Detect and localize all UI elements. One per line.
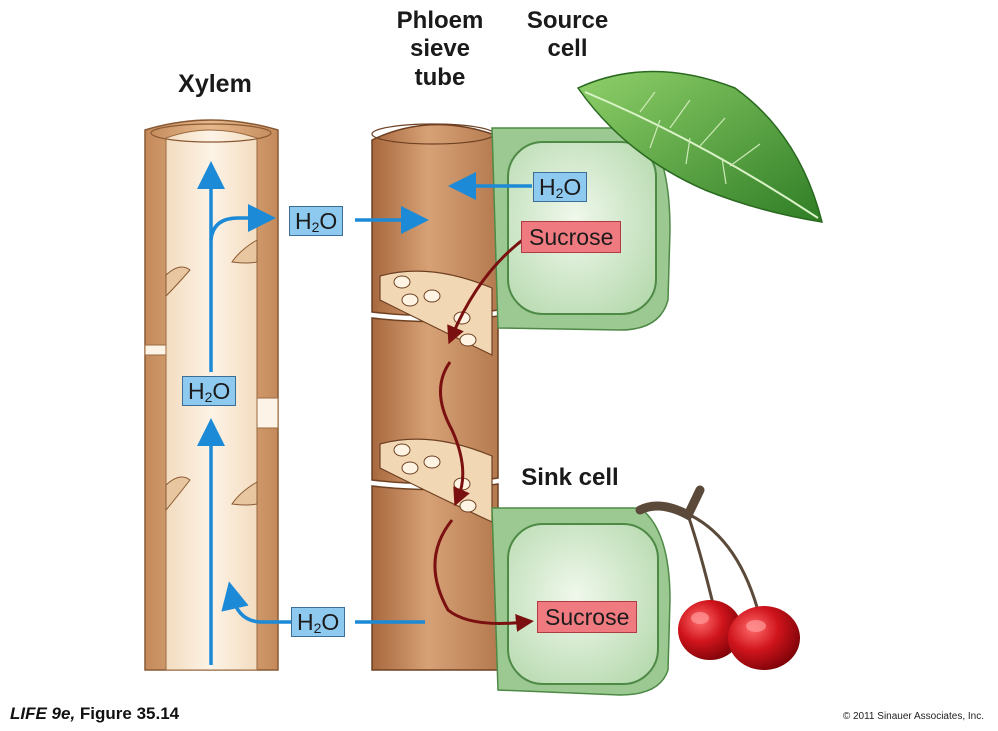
- h2o-h: H: [297, 609, 314, 635]
- source-label-line2: cell: [547, 35, 588, 63]
- h2o-o: O: [319, 208, 338, 234]
- h2o-sub: 2: [313, 620, 322, 636]
- phloem-sieve-tube: [371, 123, 499, 671]
- sucrose-box-sink: Sucrose: [537, 601, 638, 633]
- h2o-o: O: [321, 609, 340, 635]
- source-cell-label: Source cell: [505, 7, 630, 64]
- water-flow-arrows: [197, 161, 532, 665]
- copyright-notice: © 2011 Sinauer Associates, Inc.: [842, 711, 984, 722]
- caption-rest: Figure 35.14: [75, 704, 180, 723]
- h2o-sub: 2: [555, 185, 564, 201]
- h2o-h: H: [295, 208, 312, 234]
- h2o-box-source: H2O: [533, 172, 588, 202]
- caption-italic: LIFE 9e,: [10, 704, 76, 723]
- h2o-h: H: [539, 174, 556, 200]
- source-label-line1: Source: [526, 7, 609, 34]
- h2o-h: H: [188, 378, 205, 404]
- h2o-o: O: [212, 378, 231, 404]
- h2o-sub: 2: [204, 389, 213, 405]
- h2o-box-return: H2O: [291, 607, 346, 637]
- leaf-icon: [576, 70, 824, 223]
- sucrose-flow-arrow: [433, 234, 534, 632]
- h2o-box-xylem-to-phloem: H2O: [289, 206, 344, 236]
- phloem-label-line3: tube: [414, 63, 466, 91]
- h2o-sub: 2: [311, 219, 320, 235]
- phloem-label: Phloem sieve tube: [365, 7, 515, 92]
- cherries-icon: [635, 485, 800, 670]
- phloem-label-line1: Phloem: [396, 7, 484, 34]
- xylem-label: Xylem: [178, 70, 252, 98]
- h2o-box-xylem: H2O: [182, 376, 237, 406]
- h2o-o: O: [563, 174, 582, 200]
- sucrose-box-source: Sucrose: [521, 221, 622, 253]
- figure-caption: LIFE 9e, Figure 35.14: [10, 704, 179, 724]
- sink-cell-label: Sink cell: [521, 464, 619, 491]
- phloem-label-line2: sieve: [409, 35, 471, 63]
